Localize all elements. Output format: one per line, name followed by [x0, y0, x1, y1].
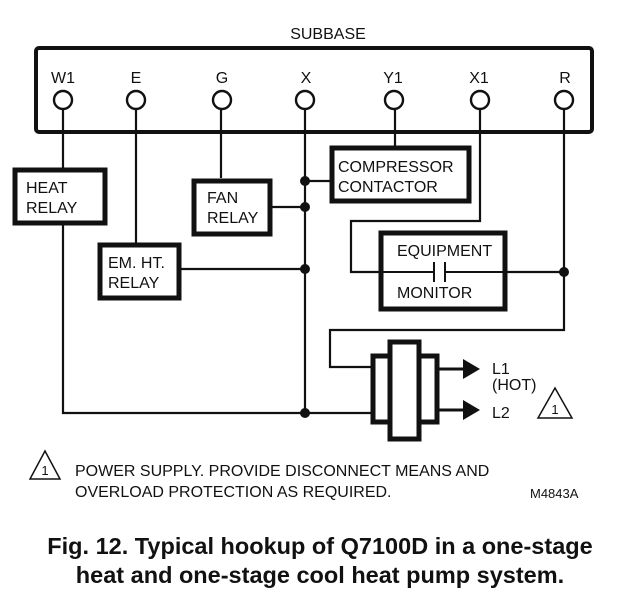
compressor-contactor-box: [329, 145, 472, 204]
terminal-x: [294, 89, 316, 111]
junction-dot: [300, 176, 310, 186]
terminal-label-e: E: [131, 70, 142, 87]
terminals: [52, 89, 575, 111]
heat-relay-label-1: HEAT: [26, 180, 68, 197]
contact-symbol-icon: [381, 262, 505, 282]
arrow-l1-icon: [463, 359, 480, 379]
equipment-monitor-label-1: EQUIPMENT: [397, 243, 492, 260]
arrow-l2-icon: [463, 400, 480, 420]
wire-x1: [349, 109, 482, 274]
equipment-monitor-label-2: MONITOR: [397, 285, 472, 302]
note-marker: 1: [551, 402, 558, 417]
terminal-label-r: R: [559, 70, 571, 87]
em-ht-relay-label-2: RELAY: [108, 275, 160, 292]
subbase-title: SUBBASE: [290, 26, 366, 43]
note-line-2: OVERLOAD PROTECTION AS REQUIRED.: [75, 484, 392, 501]
drawing-id: M4843A: [530, 486, 579, 501]
terminal-r: [553, 89, 575, 111]
terminal-g: [211, 89, 233, 111]
note-triangle-icon: [536, 386, 574, 419]
terminal-y1: [383, 89, 405, 111]
caption-line-2: heat and one-stage cool heat pump system…: [75, 562, 565, 588]
note-triangle-icon: [28, 449, 62, 480]
terminal-e: [125, 89, 147, 111]
terminal-label-x: X: [301, 70, 312, 87]
junction-dot: [559, 267, 569, 277]
terminal-x1: [469, 89, 491, 111]
note-marker: 1: [41, 463, 48, 478]
terminal-label-y1: Y1: [383, 70, 403, 87]
junctions: [300, 176, 569, 418]
note-line-1: POWER SUPPLY. PROVIDE DISCONNECT MEANS A…: [75, 463, 489, 480]
terminal-label-g: G: [216, 70, 228, 87]
terminal-w1: [52, 89, 74, 111]
junction-dot: [300, 202, 310, 212]
heat-relay-box: [12, 167, 108, 226]
power-leads: [437, 367, 465, 412]
figure-caption: Fig. 12. Typical hookup of Q7100D in a o…: [0, 532, 640, 590]
l2-label: L2: [492, 405, 510, 422]
junction-dot: [300, 408, 310, 418]
terminal-label-w1: W1: [51, 70, 75, 87]
compressor-contactor-label-1: COMPRESSOR: [338, 159, 454, 176]
l1-label: L1: [492, 361, 510, 378]
caption-line-1: Fig. 12. Typical hookup of Q7100D in a o…: [47, 533, 593, 559]
fan-relay-box: [191, 178, 273, 237]
em-ht-relay-box: [97, 242, 182, 301]
compressor-contactor-label-2: CONTACTOR: [338, 179, 438, 196]
l1-hot-label: (HOT): [492, 377, 536, 394]
fan-relay-label-2: RELAY: [207, 210, 259, 227]
terminal-label-x1: X1: [469, 70, 489, 87]
em-ht-relay-label-1: EM. HT.: [108, 255, 165, 272]
fan-relay-label-1: FAN: [207, 190, 238, 207]
wire-r: [328, 109, 566, 369]
transformer-core: [387, 339, 422, 442]
subbase-box: [34, 46, 594, 134]
junction-dot: [300, 264, 310, 274]
heat-relay-label-2: RELAY: [26, 200, 78, 217]
